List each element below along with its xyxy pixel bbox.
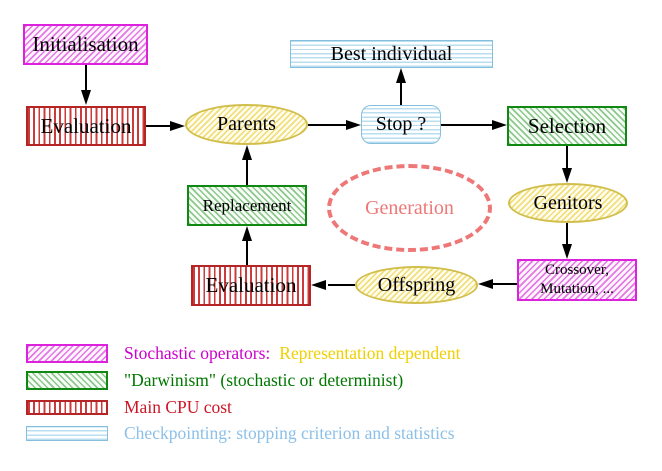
legend-label-stochastic: Stochastic operators: xyxy=(124,342,271,363)
arrow-crossover-to-offspring-head xyxy=(478,279,493,289)
crossover-line1: Crossover, xyxy=(545,261,609,278)
arrow-selection-to-genitors-head xyxy=(562,168,572,183)
legend-item-stochastic: Stochastic operators: Representation dep… xyxy=(26,343,461,363)
arrow-stop-to-best-line xyxy=(400,82,402,105)
arrow-parents-to-stop-line xyxy=(308,124,348,126)
legend-swatch-magenta-hatch xyxy=(26,343,108,363)
arrow-genitors-to-crossover-line xyxy=(566,223,568,246)
node-evaluation-left: Evaluation xyxy=(26,106,146,146)
arrow-init-to-evaluation-head xyxy=(81,90,91,105)
node-initialisation: Initialisation xyxy=(23,24,148,65)
arrow-init-to-evaluation-line xyxy=(85,65,87,92)
arrow-parents-to-stop-head xyxy=(346,120,361,130)
legend-item-darwinism: "Darwinism" (stochastic or determinist) xyxy=(26,370,403,390)
legend-swatch-red-stripes xyxy=(26,399,108,415)
legend-label-darwinism: "Darwinism" (stochastic or determinist) xyxy=(124,369,404,390)
node-genitors: Genitors xyxy=(508,183,628,223)
arrow-stop-to-selection-line xyxy=(441,124,493,126)
node-generation-cycle: Generation xyxy=(327,164,492,252)
arrow-crossover-to-offspring-line xyxy=(493,283,517,285)
arrow-genitors-to-crossover-head xyxy=(562,244,572,259)
legend-label-checkpointing: Checkpointing: stopping criterion and st… xyxy=(124,422,455,443)
node-replacement: Replacement xyxy=(187,185,307,226)
arrow-evaluation-to-parents-head xyxy=(170,121,185,131)
arrow-evaluation-to-replacement-head xyxy=(242,226,252,241)
legend-swatch-cyan-stripes xyxy=(26,425,108,441)
node-evaluation-bottom: Evaluation xyxy=(191,265,311,306)
legend-item-checkpointing: Checkpointing: stopping criterion and st… xyxy=(26,423,455,443)
node-selection: Selection xyxy=(507,106,627,146)
node-stop: Stop ? xyxy=(361,105,441,144)
crossover-line2: Mutation, ... xyxy=(540,281,614,297)
legend-label-representation: Representation dependent xyxy=(279,342,461,363)
arrow-selection-to-genitors-line xyxy=(566,146,568,170)
arrow-evaluation-to-replacement-line xyxy=(246,239,248,265)
node-offspring: Offspring xyxy=(355,266,478,304)
legend-label-cpu-cost: Main CPU cost xyxy=(124,396,232,417)
arrow-stop-to-best-head xyxy=(396,68,406,83)
node-crossover-mutation: Crossover, Mutation, ... xyxy=(517,259,637,301)
legend-swatch-green-hatch xyxy=(26,370,108,390)
arrow-offspring-to-evaluation-head xyxy=(311,280,326,290)
node-parents: Parents xyxy=(185,104,308,145)
arrow-stop-to-selection-head xyxy=(492,120,507,130)
arrow-evaluation-to-parents-line xyxy=(146,125,172,127)
node-best-individual: Best individual xyxy=(290,40,493,68)
arrow-replacement-to-parents-head xyxy=(242,145,252,160)
arrow-replacement-to-parents-line xyxy=(246,159,248,185)
legend-item-cpu-cost: Main CPU cost xyxy=(26,397,232,417)
arrow-offspring-to-evaluation-line xyxy=(328,284,355,286)
